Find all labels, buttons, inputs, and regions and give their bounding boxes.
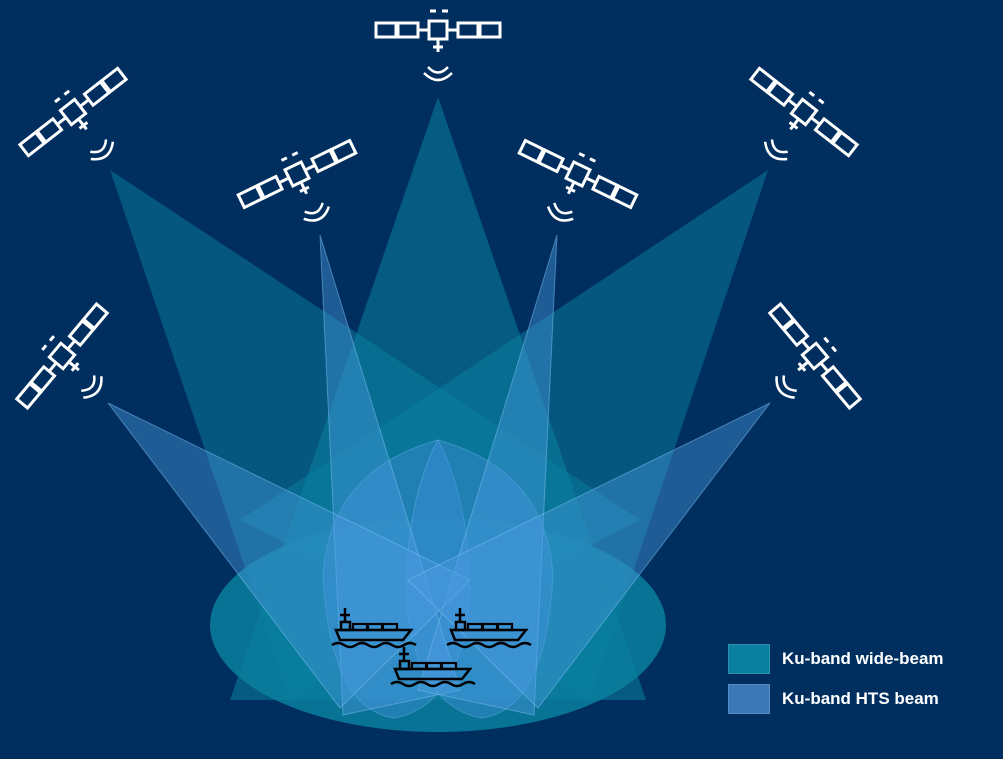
legend-item-hts-beam: Ku-band HTS beam <box>728 684 944 714</box>
signal-waves-icon <box>85 135 119 166</box>
satellite-top <box>374 9 502 82</box>
signal-waves-icon <box>770 371 801 404</box>
hts-footprint-right <box>405 439 554 719</box>
satellite-inner-left <box>231 128 364 227</box>
signal-waves-icon <box>77 371 108 404</box>
satellite-upper-left <box>10 57 137 170</box>
satellite-lower-right <box>756 294 871 420</box>
signal-waves-icon <box>759 135 793 166</box>
hts-beam-cone-inner-right <box>417 234 558 716</box>
signal-waves-icon <box>543 199 578 227</box>
wide-beam-cone-right <box>240 170 768 700</box>
legend-item-wide-beam: Ku-band wide-beam <box>728 644 944 674</box>
satellite-inner-right <box>511 128 644 227</box>
legend: Ku-band wide-beam Ku-band HTS beam <box>728 644 944 714</box>
legend-swatch-hts-beam <box>728 684 770 714</box>
hts-footprint-left <box>322 439 471 719</box>
signal-waves-icon <box>299 199 334 227</box>
legend-swatch-wide-beam <box>728 644 770 674</box>
legend-label-wide-beam: Ku-band wide-beam <box>782 649 944 668</box>
signal-waves-icon <box>422 65 454 82</box>
satellite-upper-right <box>740 57 867 170</box>
hts-beam-cone-inner-left <box>319 234 461 716</box>
satellite-lower-left <box>6 294 121 420</box>
legend-label-hts-beam: Ku-band HTS beam <box>782 689 939 708</box>
